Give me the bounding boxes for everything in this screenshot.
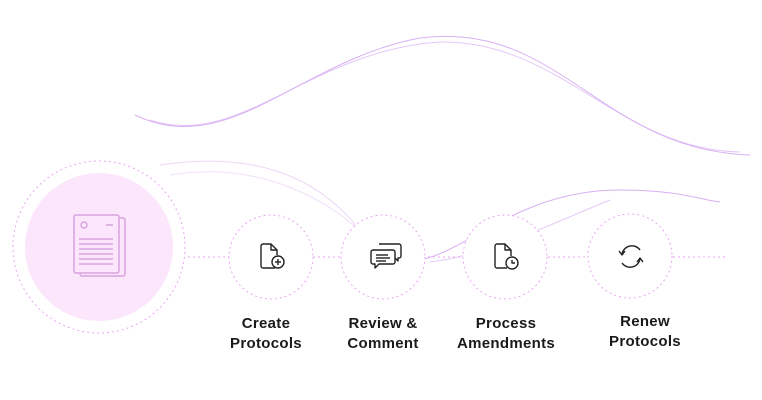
step-label-line: Renew	[620, 313, 670, 330]
step-circle-renew[interactable]	[587, 213, 673, 299]
step-label-line: Protocols	[609, 333, 681, 350]
step-circle-amend[interactable]	[462, 214, 548, 300]
document-stack-icon	[73, 214, 126, 277]
refresh-icon	[618, 245, 644, 268]
chat-bubbles-icon	[370, 243, 402, 269]
file-plus-icon	[260, 243, 285, 269]
step-label-line: Comment	[347, 335, 419, 352]
hub-circle	[12, 160, 186, 334]
step-circle-create[interactable]	[228, 214, 314, 300]
step-label-renew: Renew Protocols	[575, 312, 715, 352]
step-label-line: Process	[475, 315, 537, 332]
step-label-create: Create Protocols	[196, 314, 336, 354]
step-label-review: Review & Comment	[313, 314, 453, 354]
file-clock-icon	[494, 243, 519, 270]
step-label-line: Amendments	[456, 335, 556, 352]
step-label-amend: Process Amendments	[436, 314, 576, 354]
step-label-line: Review &	[348, 315, 418, 332]
step-label-line: Create	[241, 315, 291, 332]
step-label-line: Protocols	[230, 335, 302, 352]
